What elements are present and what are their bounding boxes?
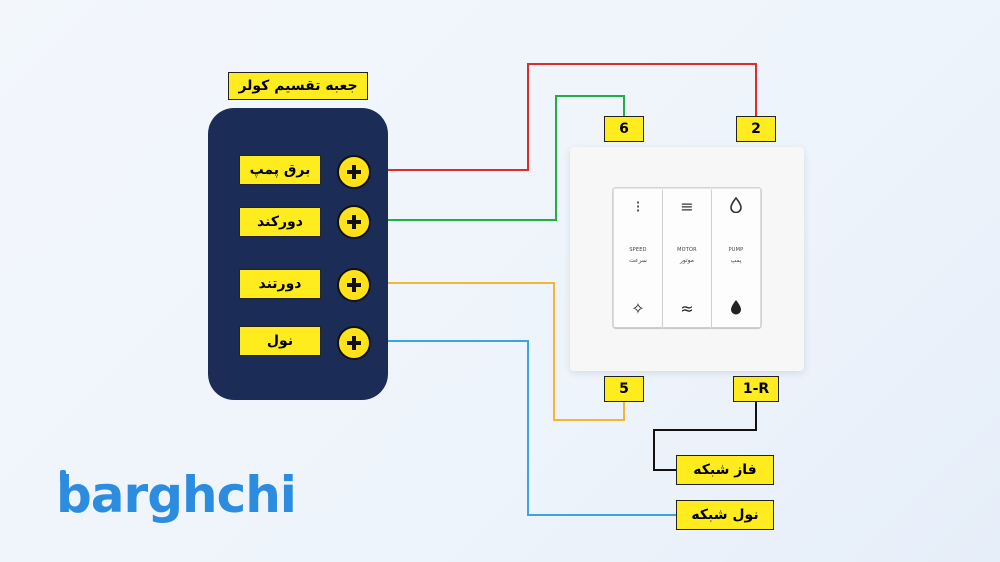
terminal-label-pump: برق پمپ	[239, 155, 321, 185]
key-label-fa: سرعت	[629, 257, 647, 264]
switch-terminal-5: 5	[604, 376, 644, 402]
plus-terminal-icon	[337, 205, 371, 239]
switch-key-frame: ⁝ SPEED سرعت ✧ ≡ MOTOR موتور ≈ PUMP پمپ	[612, 187, 762, 329]
cooler-switch: ⁝ SPEED سرعت ✧ ≡ MOTOR موتور ≈ PUMP پمپ	[570, 147, 804, 371]
wire-slow-speed	[372, 95, 625, 221]
switch-terminal-6: 6	[604, 116, 644, 142]
key-label-en: SPEED	[629, 247, 647, 253]
switch-terminal-1r: 1-R	[733, 376, 779, 402]
network-neutral-label: نول شبکه	[676, 500, 774, 530]
plus-terminal-icon	[337, 326, 371, 360]
terminal-label-neutral: نول	[239, 326, 321, 356]
network-phase-label: فاز شبکه	[676, 455, 774, 485]
plus-terminal-icon	[337, 268, 371, 302]
plus-terminal-icon	[337, 155, 371, 189]
wire-phase	[653, 402, 757, 471]
terminal-label-fast: دورتند	[239, 269, 321, 299]
key-label-en: PUMP	[728, 247, 744, 253]
switch-terminal-2: 2	[736, 116, 776, 142]
wire-fast-speed	[372, 282, 625, 421]
wave-icon: ≈	[680, 299, 694, 318]
drop-filled-icon	[712, 299, 760, 319]
menu-lines-icon: ≡	[680, 197, 694, 216]
speed-icon: ⁝	[635, 197, 641, 216]
key-label-en: MOTOR	[677, 247, 697, 253]
fan-icon: ✧	[631, 299, 645, 318]
wire-pump-power	[372, 63, 757, 171]
cooler-box-title: جعبه تقسیم کولر	[228, 72, 368, 100]
key-label-fa: پمپ	[730, 257, 742, 264]
wire-neutral	[372, 340, 676, 516]
switch-key-motor[interactable]: ≡ MOTOR موتور ≈	[663, 189, 711, 327]
key-label-fa: موتور	[680, 257, 694, 264]
plug-icon	[60, 470, 66, 482]
switch-key-pump[interactable]: PUMP پمپ	[712, 189, 760, 327]
switch-key-speed[interactable]: ⁝ SPEED سرعت ✧	[614, 189, 662, 327]
terminal-label-slow: دورکند	[239, 207, 321, 237]
brand-logo: barghchi	[56, 466, 297, 524]
drop-outline-icon	[712, 196, 760, 217]
